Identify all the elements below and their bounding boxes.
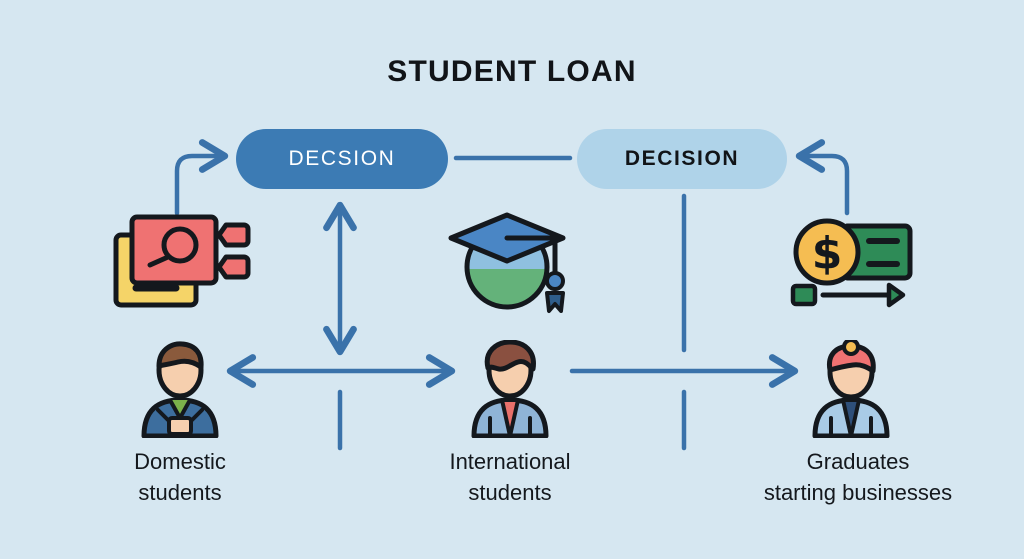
person-international-icon (464, 339, 556, 439)
graduation-cap-icon (445, 205, 585, 320)
elbow-arrow-right (795, 139, 850, 216)
money-transfer-icon: $ (785, 216, 920, 316)
caption-graduates-starting-businesses: Graduates starting businesses (713, 446, 1003, 508)
caption-domestic-line2: students (138, 480, 222, 505)
caption-graduate-line2: starting businesses (763, 480, 953, 505)
elbow-arrow-left (174, 139, 229, 216)
decision-node-left-label: DECSION (288, 147, 396, 170)
person-graduate-icon (805, 338, 897, 439)
caption-domestic-line1: Domestic (134, 449, 226, 474)
caption-international-students: International students (390, 446, 630, 508)
decision-node-right-label: DECISION (624, 147, 740, 170)
application-document-icon (108, 209, 258, 314)
decision-node-right[interactable]: DECISION (577, 129, 787, 189)
decision-node-left[interactable]: DECSION (236, 129, 448, 189)
caption-graduate-line1: Graduates (806, 449, 910, 474)
person-domestic-icon (134, 340, 226, 439)
caption-international-line1: International (449, 449, 571, 474)
caption-international-line2: students (468, 480, 552, 505)
page-title: STUDENT LOAN (387, 55, 637, 88)
caption-domestic-students: Domestic students (60, 446, 300, 508)
svg-text:$: $ (812, 228, 843, 279)
